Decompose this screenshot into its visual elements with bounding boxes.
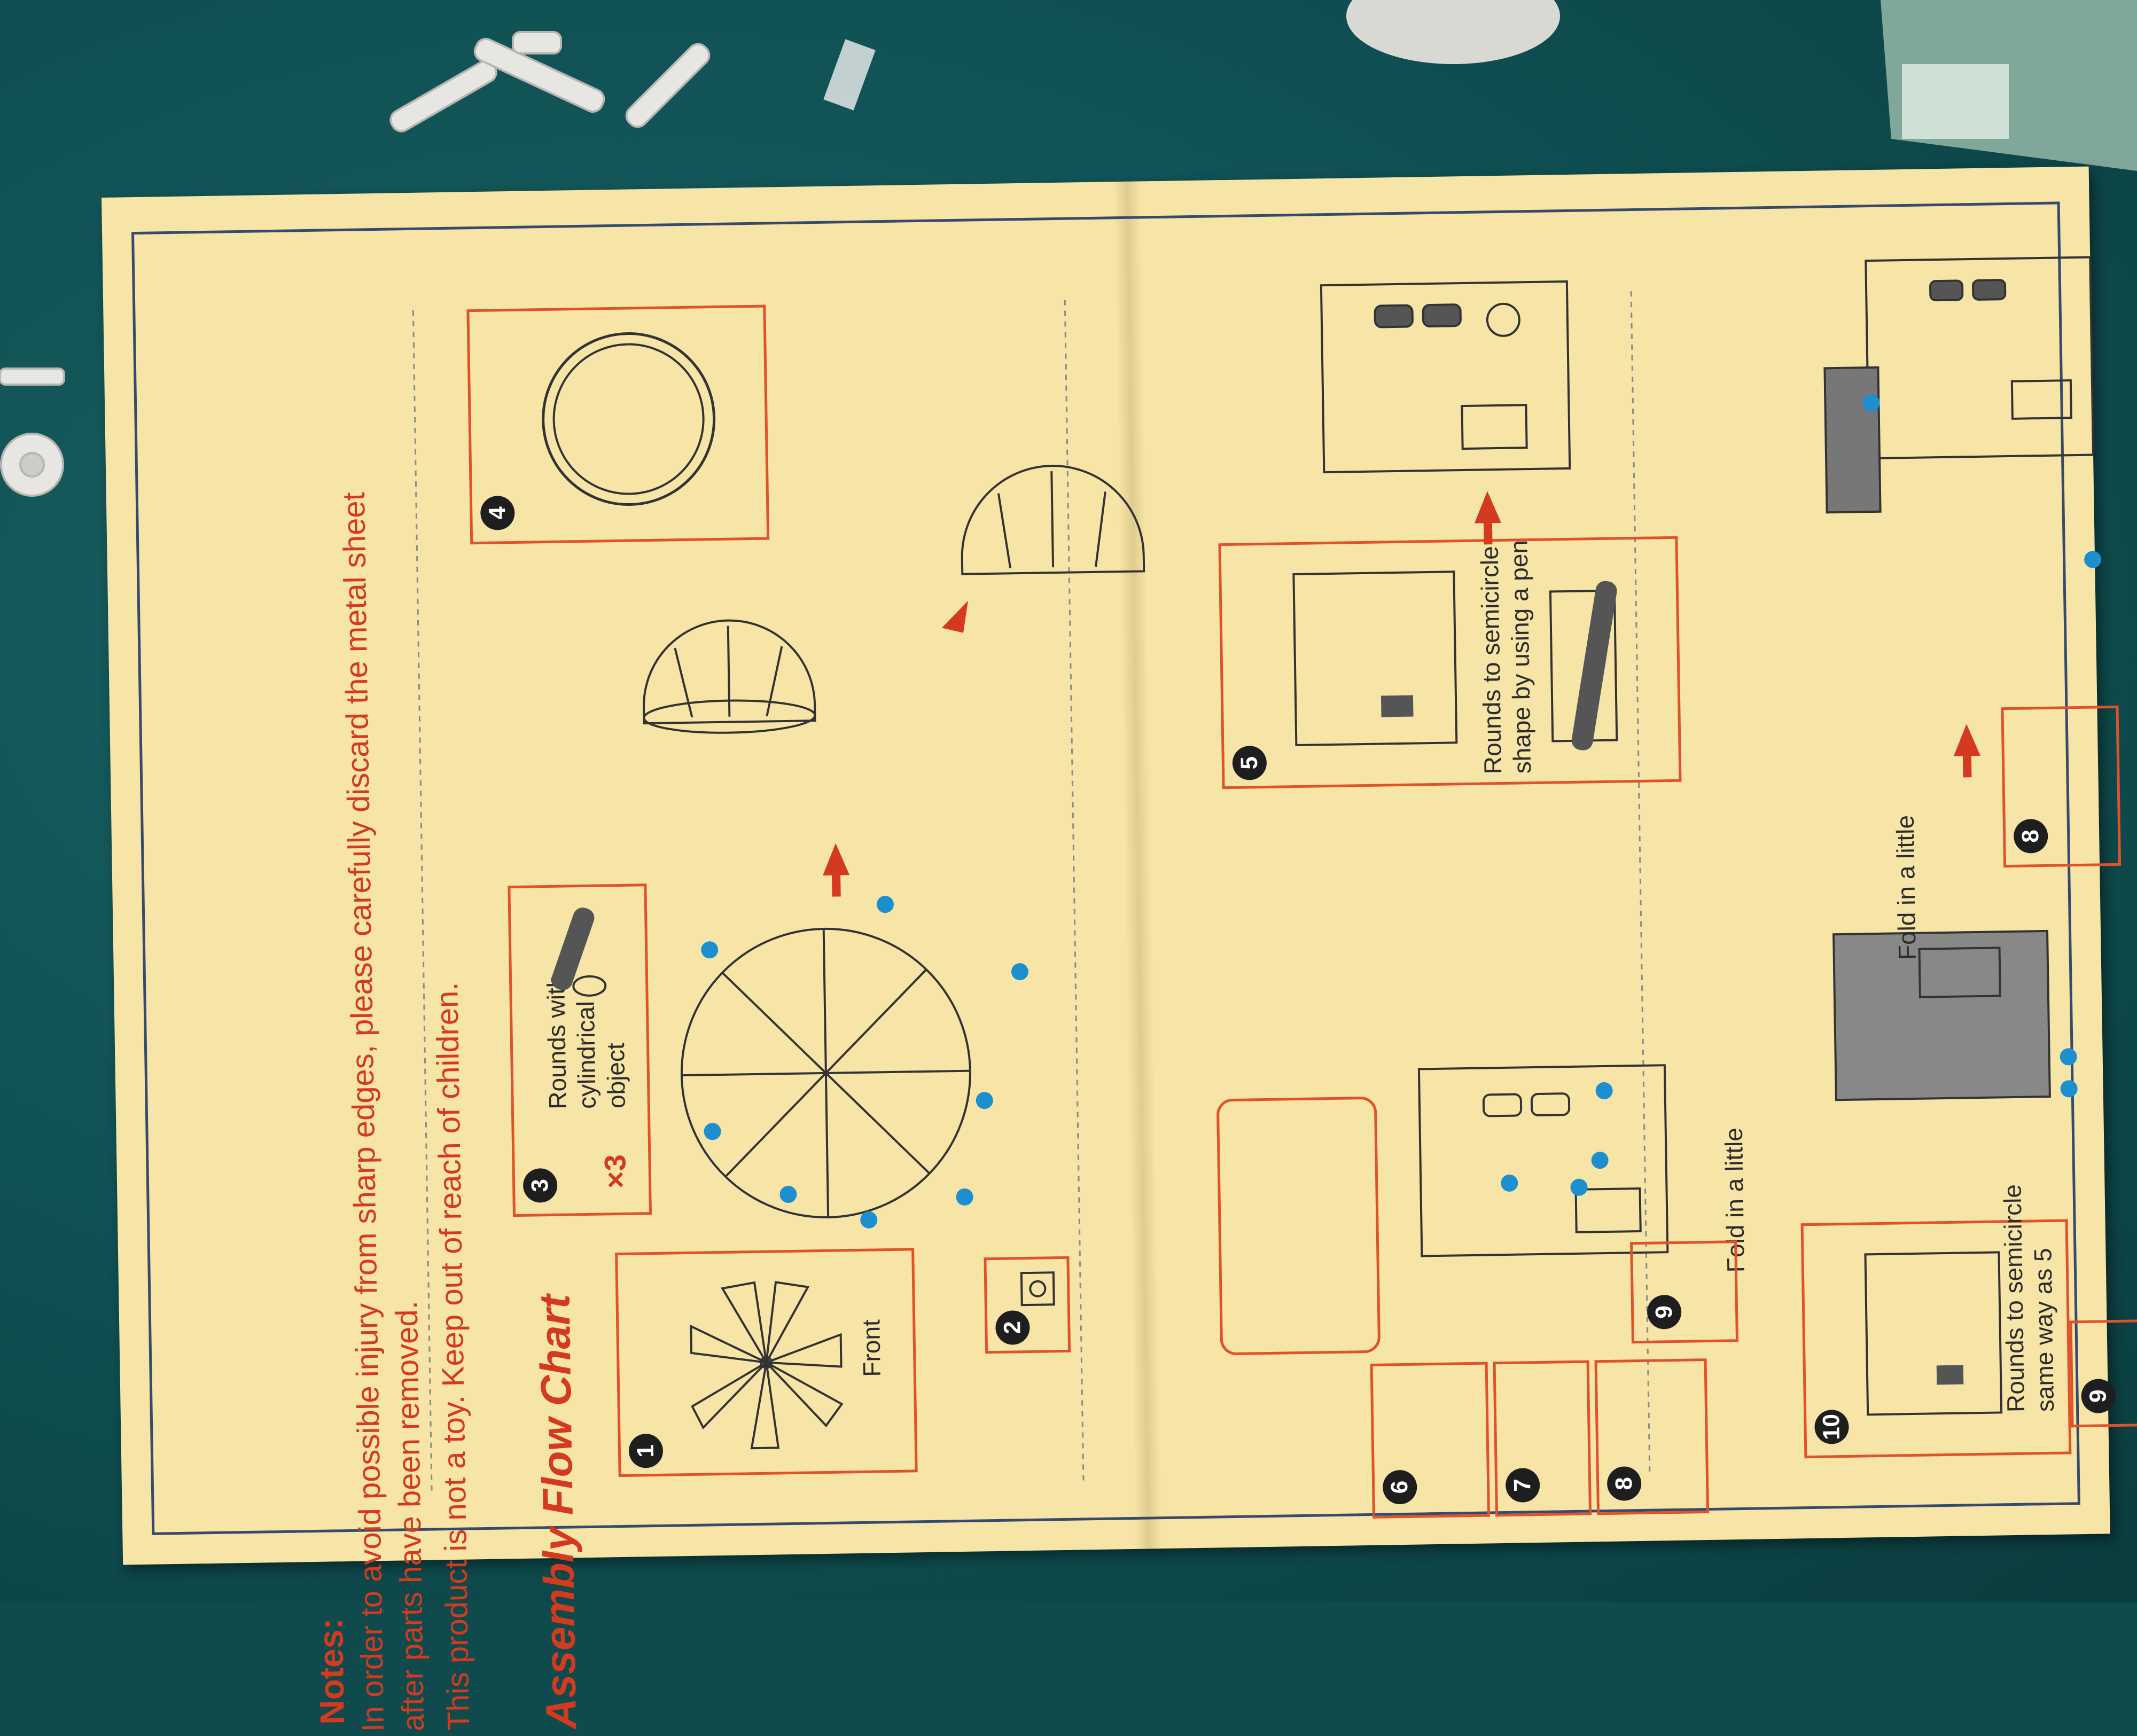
step-5-pen-rolling-diagram xyxy=(1549,581,1618,750)
column-dividers xyxy=(412,291,1651,1491)
body-shell-diagram-lower-right xyxy=(1832,929,2051,1101)
dome-diagram xyxy=(643,619,816,734)
model-parts-sprue xyxy=(0,0,2137,497)
assembly-arrows xyxy=(823,491,1980,897)
notes-heading: Notes: xyxy=(311,1617,352,1725)
finished-dome-diagram xyxy=(961,465,1145,575)
step-3-pen-diagram xyxy=(551,908,607,997)
step-1-flower-diagram xyxy=(690,1281,844,1450)
instruction-sheet: Notes: In order to avoid possible injury… xyxy=(102,166,2137,1732)
step-10-flat-sheet-diagram xyxy=(1864,1251,2003,1416)
step-4-ring-diagram xyxy=(542,332,716,506)
step-5-flat-sheet-diagram xyxy=(1292,570,1458,747)
body-shell-diagram-middle xyxy=(1417,1064,1669,1257)
step-2-part-diagram xyxy=(1020,1271,1055,1307)
dome-assembly-diagram xyxy=(680,927,971,1218)
body-shell-diagram-top xyxy=(1320,280,1571,474)
